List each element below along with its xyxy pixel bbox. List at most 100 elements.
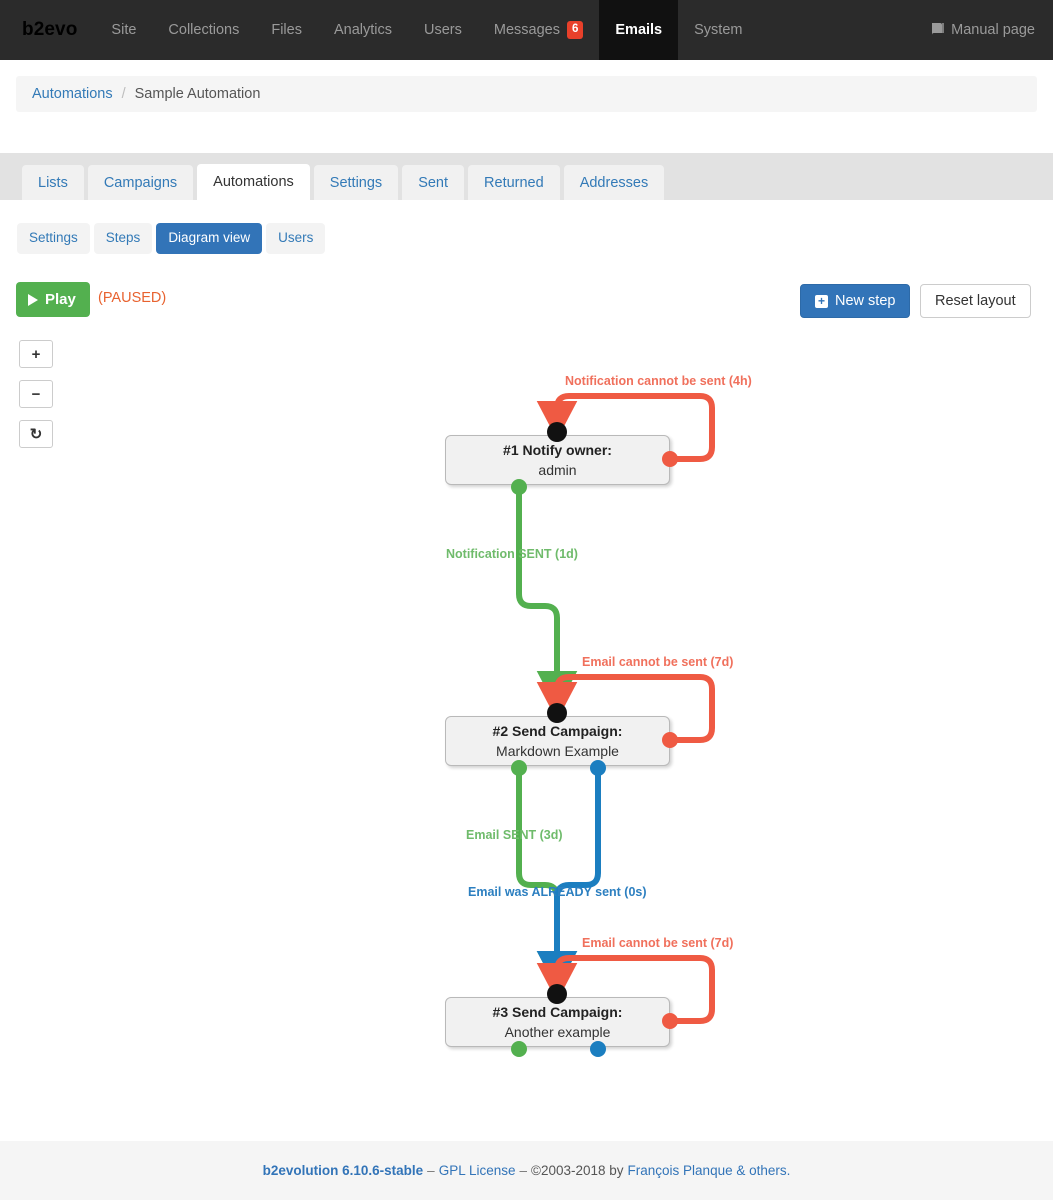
manual-page-label: Manual page [951,22,1035,38]
subtab-list: Settings Steps Diagram view Users [17,223,326,254]
top-navigation-bar: b2evo Site Collections Files Analytics U… [0,0,1053,60]
tab-addresses[interactable]: Addresses [563,164,665,200]
diagram-node-step1[interactable]: #1 Notify owner: admin [445,435,670,485]
node-step3-success-port[interactable] [511,1041,527,1057]
play-button[interactable]: Play [16,282,90,317]
node-step1-entry-port[interactable] [547,422,567,442]
play-triangle-icon [28,293,38,306]
edge-label-step2-success: Email SENT (3d) [466,828,563,842]
play-button-label: Play [45,291,76,308]
node-step2-success-port[interactable] [511,760,527,776]
minus-icon: − [19,380,53,408]
brand-logo[interactable]: b2evo [0,0,95,60]
edge-step2-error [536,674,715,743]
reset-layout-button[interactable]: Reset layout [920,284,1031,318]
subtab-settings[interactable]: Settings [17,223,90,254]
plus-square-icon: + [815,294,828,308]
subtab-steps[interactable]: Steps [93,223,153,254]
node-step2-entry-port[interactable] [547,703,567,723]
zoom-in-glyph: + [31,345,41,363]
footer-dash-2: – [519,1163,527,1178]
edge-step1-success [516,484,578,710]
node-subtitle: Markdown Example [496,743,619,759]
subtab-label: Steps [105,230,141,245]
nav-item-collections[interactable]: Collections [152,0,255,60]
zoom-out-glyph: − [31,385,41,403]
tabs-bar: Lists Campaigns Automations Settings Sen… [0,153,1053,200]
tab-label: Settings [329,174,383,191]
nav-item-label: Site [111,22,137,38]
subtab-users[interactable]: Users [266,223,326,254]
nav-item-files[interactable]: Files [255,0,318,60]
node-step3-entry-port[interactable] [547,984,567,1004]
tab-label: Campaigns [103,174,178,191]
edge-label-step3-error: Email cannot be sent (7d) [582,936,734,950]
node-step3-error-port[interactable] [662,1013,678,1029]
diagram-node-step2[interactable]: #2 Send Campaign: Markdown Example [445,716,670,766]
zoom-reset-glyph: ↻ [29,426,43,443]
node-step3-already-port[interactable] [590,1041,606,1057]
nav-item-system[interactable]: System [678,0,758,60]
node-step1-success-port[interactable] [511,479,527,495]
tab-campaigns[interactable]: Campaigns [87,164,194,200]
subtab-diagram-view[interactable]: Diagram view [156,223,263,254]
footer-product-link[interactable]: b2evolution 6.10.6-stable [262,1163,424,1178]
edge-step1-error [536,393,715,462]
subtab-label: Settings [29,230,78,245]
node-title: #3 Send Campaign: [492,1003,623,1020]
automation-status-label: (PAUSED) [98,290,167,306]
zoom-out-button[interactable]: − [19,380,53,420]
nav-item-label: Emails [615,22,663,38]
subtab-label: Users [278,230,314,245]
edge-step2-success [516,765,578,990]
footer-author-link[interactable]: François Planque & others. [627,1163,791,1178]
nav-item-label: Files [271,22,302,38]
footer-license-link[interactable]: GPL License [438,1163,516,1178]
edge-step3-error [536,955,715,1024]
breadcrumb-link-automations[interactable]: Automations [32,86,113,102]
tab-sent[interactable]: Sent [402,164,465,200]
nav-item-label: System [694,22,743,38]
new-step-button[interactable]: + New step [800,284,911,318]
nav-item-emails[interactable]: Emails [599,0,679,60]
edge-label-step2-error: Email cannot be sent (7d) [582,655,734,669]
subtab-label: Diagram view [168,230,251,245]
tab-settings[interactable]: Settings [313,164,399,200]
footer-copyright: ©2003-2018 by [531,1163,624,1178]
node-title: #2 Send Campaign: [492,722,623,739]
refresh-icon: ↻ [19,420,53,448]
tab-returned[interactable]: Returned [468,164,560,200]
nav-item-messages[interactable]: Messages 6 [478,0,600,60]
zoom-reset-button[interactable]: ↻ [19,420,53,460]
tab-lists[interactable]: Lists [22,164,84,200]
nav-item-site[interactable]: Site [95,0,152,60]
manual-page-link[interactable]: Manual page [931,0,1053,60]
nav-item-analytics[interactable]: Analytics [318,0,408,60]
edge-label-step1-success: Notification SENT (1d) [446,547,578,561]
nav-item-users[interactable]: Users [408,0,478,60]
nav-item-label: Users [424,22,462,38]
node-title: #1 Notify owner: [503,441,612,458]
node-step2-error-port[interactable] [662,732,678,748]
zoom-in-button[interactable]: + [19,340,53,380]
node-step1-error-port[interactable] [662,451,678,467]
edge-label-step1-error: Notification cannot be sent (4h) [565,374,752,388]
page-footer: b2evolution 6.10.6-stable – GPL License … [0,1141,1053,1200]
tab-label: Sent [418,174,449,191]
new-step-button-label: New step [835,293,896,309]
breadcrumb-separator: / [121,86,126,102]
book-icon [931,22,945,38]
node-subtitle: admin [538,462,577,478]
diagram-canvas[interactable]: Notification cannot be sent (4h) Notific… [0,0,1053,1125]
diagram-node-step3[interactable]: #3 Send Campaign: Another example [445,997,670,1047]
tab-label: Lists [38,174,68,191]
tab-list: Lists Campaigns Automations Settings Sen… [22,163,665,200]
breadcrumb: Automations / Sample Automation [16,76,1037,112]
tab-automations[interactable]: Automations [197,163,310,200]
node-subtitle: Another example [504,1024,611,1040]
nav-item-label: Analytics [333,22,392,38]
tab-label: Addresses [579,174,649,191]
node-step2-already-port[interactable] [590,760,606,776]
edge-step2-already-sent [536,765,601,990]
